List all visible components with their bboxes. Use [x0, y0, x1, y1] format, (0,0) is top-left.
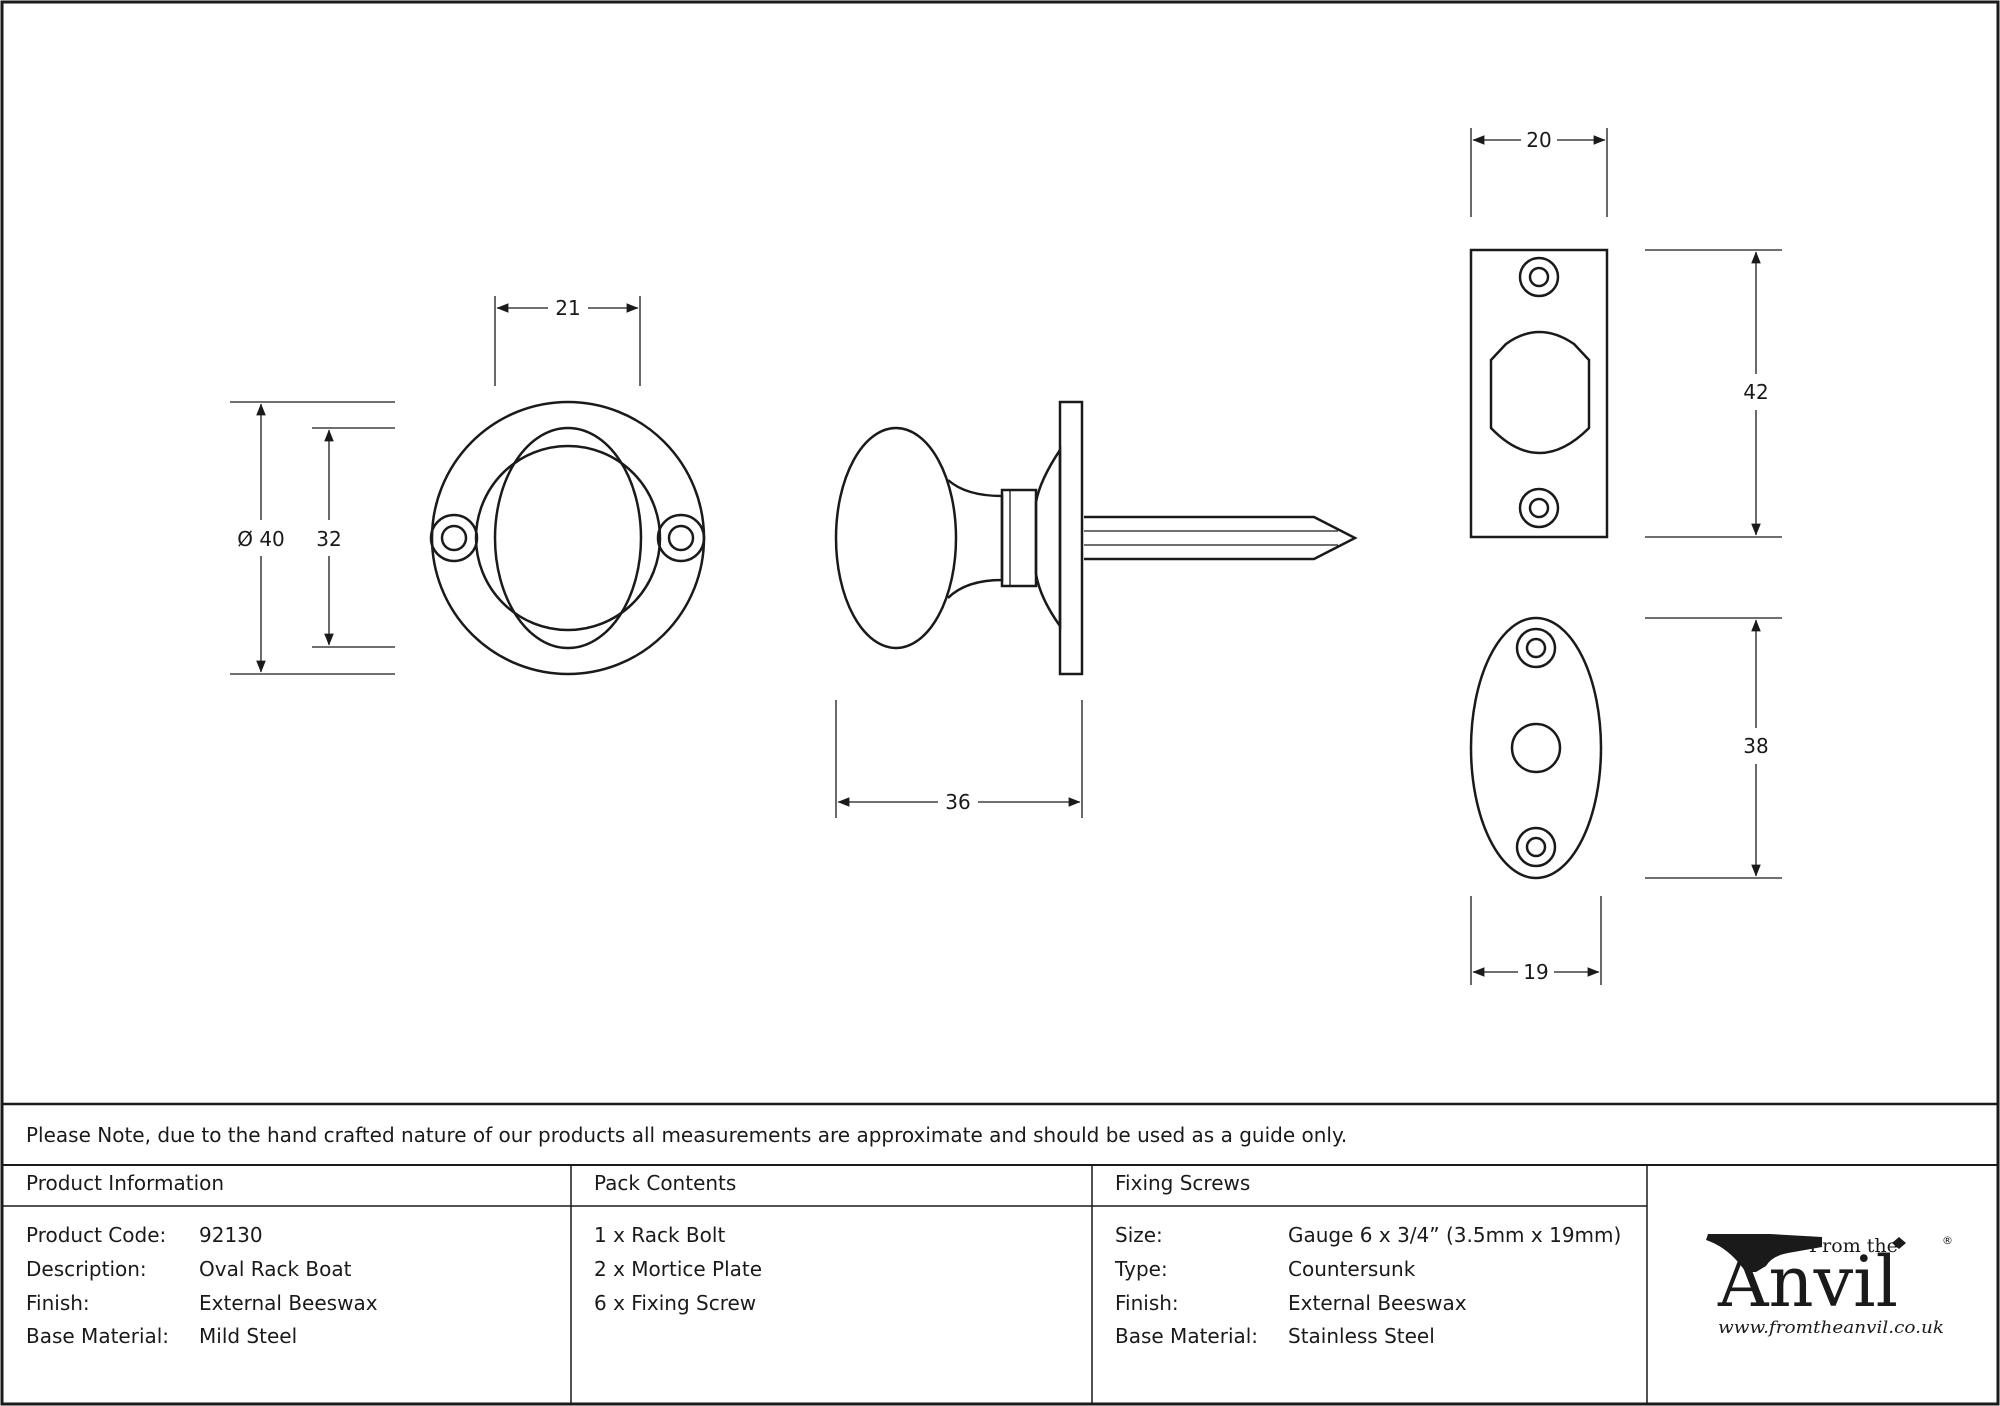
measurement-note: Please Note, due to the hand crafted nat… [26, 1123, 1347, 1147]
from-the-anvil-logo: From the ® Anvil www.fromtheanvil.co.uk [1706, 1234, 1953, 1338]
dim-label-20: 20 [1526, 128, 1551, 152]
logo-registered: ® [1942, 1234, 1953, 1247]
right-screw-hole-icon [656, 513, 706, 563]
left-screw-hole-icon [429, 513, 479, 563]
oval-bottom-screw-hole-icon [1515, 826, 1557, 868]
dim-label-19: 19 [1523, 960, 1548, 984]
finish-value: External Beeswax [199, 1291, 378, 1315]
pack-item: 6 x Fixing Screw [594, 1291, 756, 1315]
plate-top-screw-hole-icon [1518, 256, 1560, 298]
dim-label-42: 42 [1743, 380, 1768, 404]
product-code-label: Product Code: [26, 1223, 166, 1247]
product-information-heading: Product Information [26, 1171, 224, 1195]
logo-url: www.fromtheanvil.co.uk [1718, 1318, 1944, 1338]
plate-bottom-screw-hole-icon [1518, 487, 1560, 529]
dim-label-diameter-40: Ø 40 [237, 527, 285, 551]
base-material-label: Base Material: [26, 1324, 169, 1348]
product-code-value: 92130 [199, 1223, 263, 1247]
dim-plate-width: 20 [1470, 128, 1608, 217]
description-label: Description: [26, 1257, 147, 1281]
dim-label-36: 36 [945, 790, 970, 814]
info-table: Please Note, due to the hand crafted nat… [2, 1102, 1998, 1404]
pack-item: 2 x Mortice Plate [594, 1257, 762, 1281]
pack-item: 1 x Rack Bolt [594, 1223, 725, 1247]
screw-size-label: Size: [1115, 1223, 1163, 1247]
screw-material-label: Base Material: [1115, 1324, 1258, 1348]
oval-mortice-plate [1469, 616, 1603, 880]
dim-plate-height: 42 [1645, 249, 1782, 538]
logo-from-the: From the [1809, 1235, 1898, 1257]
dim-label-21: 21 [555, 296, 580, 320]
description-value: Oval Rack Boat [199, 1257, 352, 1281]
logo-brand: Anvil [1717, 1241, 1898, 1323]
screw-material-value: Stainless Steel [1288, 1324, 1435, 1348]
base-material-value: Mild Steel [199, 1324, 297, 1348]
dim-bolt-length: 36 [835, 700, 1083, 818]
pack-contents-heading: Pack Contents [594, 1171, 736, 1195]
fixing-screws-heading: Fixing Screws [1115, 1171, 1250, 1195]
oval-top-screw-hole-icon [1515, 627, 1557, 669]
screw-finish-label: Finish: [1115, 1291, 1179, 1315]
dim-oval-height: 38 [1645, 617, 1782, 879]
rectangular-mortice-plate [1469, 248, 1609, 539]
dim-rose-inner-height: 32 [312, 427, 395, 648]
dim-rose-width: 21 [494, 296, 641, 386]
diamond-icon [1892, 1237, 1906, 1249]
dim-label-38: 38 [1743, 734, 1768, 758]
rose-front-view [429, 400, 706, 676]
dim-oval-width: 19 [1470, 896, 1602, 985]
screw-type-value: Countersunk [1288, 1257, 1416, 1281]
screw-finish-value: External Beeswax [1288, 1291, 1467, 1315]
screw-size-value: Gauge 6 x 3/4” (3.5mm x 19mm) [1288, 1223, 1621, 1247]
screw-type-label: Type: [1114, 1257, 1168, 1281]
dim-rose-diameter: Ø 40 [230, 401, 395, 675]
knob-side-view [834, 400, 1358, 676]
dim-label-32: 32 [316, 527, 341, 551]
finish-label: Finish: [26, 1291, 90, 1315]
anvil-icon [1706, 1234, 1822, 1272]
